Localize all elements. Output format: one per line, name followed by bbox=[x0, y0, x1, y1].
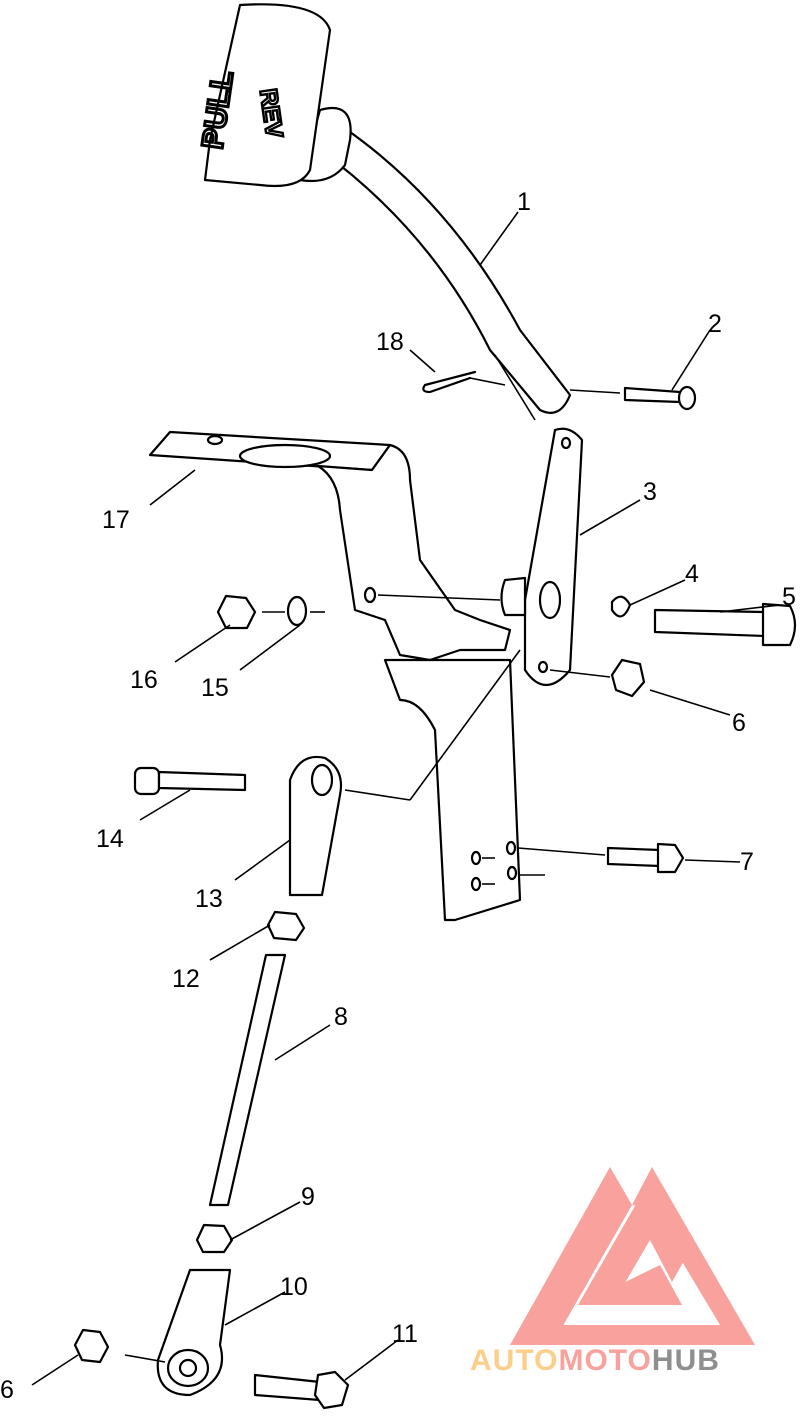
part-4-washer bbox=[610, 595, 632, 618]
callout-16: 16 bbox=[130, 666, 158, 694]
part-16-nut bbox=[216, 594, 257, 630]
part-14-bolt bbox=[133, 766, 247, 796]
callout-15: 15 bbox=[201, 674, 229, 702]
leader-lines bbox=[31, 211, 781, 1386]
callout-18: 18 bbox=[376, 328, 404, 356]
part-12-jam-nut bbox=[266, 910, 306, 942]
part-11-bolt bbox=[253, 1370, 350, 1410]
callout-8: 8 bbox=[334, 1003, 348, 1031]
part-10-rod-end bbox=[156, 1268, 232, 1397]
callout-11: 11 bbox=[392, 1320, 418, 1348]
callout-13: 13 bbox=[195, 885, 223, 913]
callout-14: 14 bbox=[96, 825, 124, 853]
callout-1: 1 bbox=[517, 188, 531, 216]
part-6b-nut bbox=[73, 1328, 110, 1364]
callout-4: 4 bbox=[685, 560, 699, 588]
callout-numbers: 1 2 18 3 17 4 5 16 15 6 14 7 13 12 8 9 1… bbox=[0, 188, 796, 1404]
callout-9: 9 bbox=[301, 1183, 315, 1211]
callout-3: 3 bbox=[643, 478, 657, 506]
part-8-rod bbox=[208, 953, 287, 1207]
callout-17: 17 bbox=[102, 506, 130, 534]
callout-6: 6 bbox=[732, 709, 746, 737]
callout-7: 7 bbox=[740, 848, 754, 876]
part-3-lever-arm bbox=[377, 427, 584, 686]
part-1-brake-pedal: PULL REV bbox=[195, 3, 572, 421]
callout-10: 10 bbox=[280, 1273, 308, 1301]
part-17-bracket bbox=[148, 430, 522, 922]
part-2-clevis-pin bbox=[569, 385, 697, 411]
callout-5: 5 bbox=[782, 583, 796, 611]
watermark-logo bbox=[510, 1167, 755, 1345]
part-7-bolt bbox=[482, 842, 685, 885]
part-13-rod-end bbox=[288, 649, 521, 897]
callout-6-lower: 6 bbox=[0, 1376, 14, 1404]
part-6-nut bbox=[610, 658, 646, 698]
part-15-washer bbox=[286, 595, 308, 627]
part-9-jam-nut bbox=[195, 1223, 234, 1254]
callout-2: 2 bbox=[708, 310, 722, 338]
callout-12: 12 bbox=[172, 965, 200, 993]
part-5-bolt bbox=[653, 602, 797, 647]
part-18-cotter-pin bbox=[422, 370, 477, 394]
watermark-auto: AUTOMOTOHUB bbox=[470, 1344, 720, 1377]
